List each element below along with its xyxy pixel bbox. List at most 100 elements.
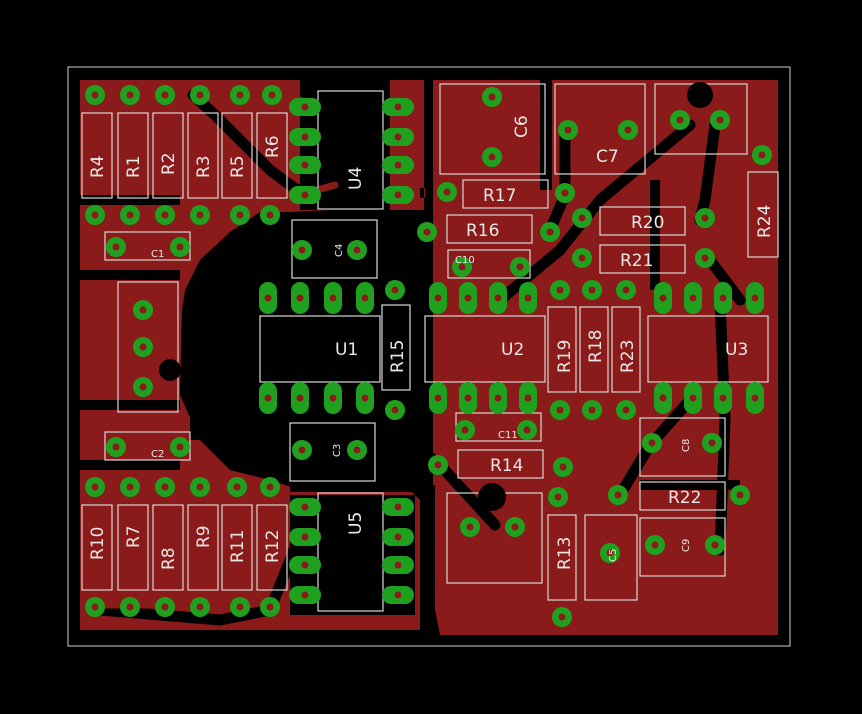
pad-drill <box>466 523 474 531</box>
label-r6: R6 <box>263 135 283 158</box>
pad-drill <box>264 294 272 302</box>
pad-drill <box>196 211 204 219</box>
pad-drill <box>716 116 724 124</box>
pad-drill <box>126 91 134 99</box>
pad-drill <box>736 491 744 499</box>
pad-drill <box>266 483 274 491</box>
pad-drill <box>161 483 169 491</box>
pad-drill <box>196 91 204 99</box>
pad-drill <box>606 549 614 557</box>
pad-drill <box>236 91 244 99</box>
pad-drill <box>391 286 399 294</box>
pad-drill <box>524 394 532 402</box>
pad-drill <box>126 211 134 219</box>
label-r4: R4 <box>88 155 108 178</box>
pad-drill <box>266 211 274 219</box>
pad-drill <box>394 103 402 111</box>
label-r23: R23 <box>618 340 638 373</box>
pad-drill <box>236 603 244 611</box>
pad-drill <box>622 286 630 294</box>
pad-drill <box>464 294 472 302</box>
pad-drill <box>139 306 147 314</box>
pad-drill <box>301 533 309 541</box>
pad-drill <box>488 153 496 161</box>
pad-drill <box>689 394 697 402</box>
pad-drill <box>719 294 727 302</box>
pad-drill <box>391 406 399 414</box>
pad-drill <box>139 343 147 351</box>
pad-drill <box>301 191 309 199</box>
pad-drill <box>296 294 304 302</box>
pad-drill <box>561 189 569 197</box>
pad-drill <box>112 443 120 451</box>
pad-drill <box>394 591 402 599</box>
label-c5: C5 <box>608 549 619 562</box>
pad-drill <box>564 126 572 134</box>
pads <box>85 85 772 627</box>
pad-drill <box>751 394 759 402</box>
pad-drill <box>511 523 519 531</box>
pad-drill <box>298 246 306 254</box>
label-r21: R21 <box>620 251 653 271</box>
pad-drill <box>394 561 402 569</box>
pad-drill <box>329 294 337 302</box>
component-labels: R4 R1 R2 R3 R5 R6 U4 C6 C7 R17 R16 R20 R… <box>88 115 775 570</box>
pad-drill <box>423 228 431 236</box>
pad-drill <box>434 394 442 402</box>
pad-drill <box>264 394 272 402</box>
label-r12: R12 <box>263 530 283 563</box>
pad-drill <box>301 103 309 111</box>
pad-drill <box>161 91 169 99</box>
pad-drill <box>91 483 99 491</box>
label-r10: R10 <box>88 527 108 560</box>
label-r22: R22 <box>668 488 701 508</box>
pad-drill <box>161 211 169 219</box>
pad-drill <box>558 613 566 621</box>
pad-drill <box>196 483 204 491</box>
pad-drill <box>139 383 147 391</box>
pad-drill <box>301 503 309 511</box>
pad-drill <box>751 294 759 302</box>
pad-drill <box>578 254 586 262</box>
pad-drill <box>461 426 469 434</box>
pad-drill <box>524 294 532 302</box>
pad-drill <box>659 394 667 402</box>
label-r3: R3 <box>194 155 214 178</box>
label-c6: C6 <box>512 115 532 138</box>
label-c10: C10 <box>455 255 475 266</box>
label-r24: R24 <box>755 205 775 238</box>
pad-drill <box>126 483 134 491</box>
pad-drill <box>361 394 369 402</box>
label-u3: U3 <box>725 340 748 360</box>
pad-drill <box>176 443 184 451</box>
pad-drill <box>523 426 531 434</box>
pad-drill <box>458 263 466 271</box>
label-u1: U1 <box>335 340 358 360</box>
mounting-holes <box>159 82 713 511</box>
label-r5: R5 <box>228 155 248 178</box>
label-r20: R20 <box>631 213 664 233</box>
pad-drill <box>361 294 369 302</box>
pad-drill <box>488 93 496 101</box>
board-outline <box>67 66 791 647</box>
label-r9: R9 <box>194 525 214 548</box>
pad-drill <box>301 591 309 599</box>
label-r1: R1 <box>124 155 144 178</box>
pad-drill <box>588 286 596 294</box>
label-c3: C3 <box>332 444 343 457</box>
pad-drill <box>353 446 361 454</box>
label-c2: C2 <box>151 449 164 460</box>
pad-drill <box>176 243 184 251</box>
pad-drill <box>233 483 241 491</box>
pad-drill <box>112 243 120 251</box>
pad-drill <box>516 263 524 271</box>
pad-drill <box>689 294 697 302</box>
pad-drill <box>614 491 622 499</box>
pad-drill <box>648 439 656 447</box>
label-r14: R14 <box>490 456 523 476</box>
pad-drill <box>464 394 472 402</box>
pad-drill <box>298 446 306 454</box>
label-c1: C1 <box>151 249 164 260</box>
pad-drill <box>91 91 99 99</box>
pad-drill <box>556 406 564 414</box>
